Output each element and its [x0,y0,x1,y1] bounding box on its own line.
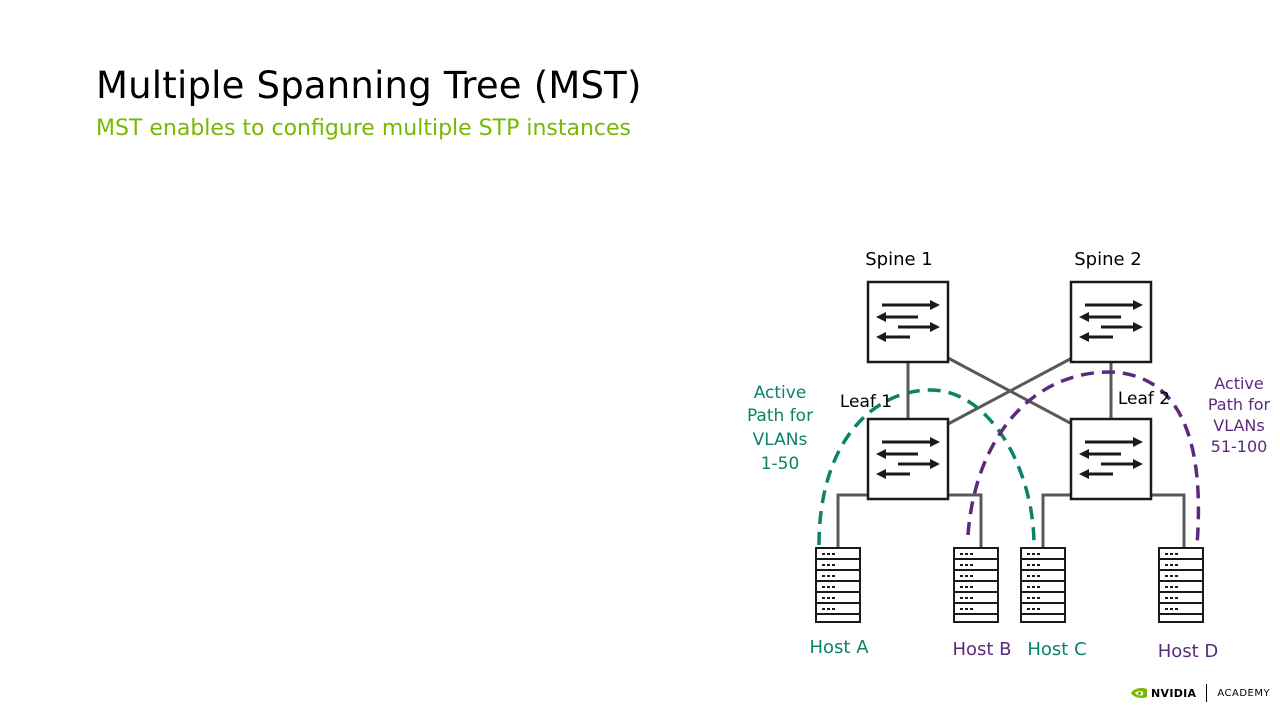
server-icon-host-a [815,547,861,623]
switch-leaf1 [866,417,950,501]
link-leaf1-hosts [836,493,983,548]
label-leaf1: Leaf 1 [840,392,892,412]
nvidia-eye-icon [1131,688,1147,698]
annotation-line: 1-50 [761,454,800,474]
footer-divider [1206,684,1208,702]
label-leaf2: Leaf 2 [1118,389,1170,409]
brand-name: NVIDIA [1151,686,1197,700]
switch-spine2 [1069,280,1153,364]
active-path-purple [966,370,1201,546]
label-host-c: Host C [1027,639,1086,660]
link-leaf2-hosts [1041,493,1186,548]
server-icon-host-c [1020,547,1066,623]
slide-title: Multiple Spanning Tree (MST) [96,64,642,107]
label-host-a: Host A [809,637,869,658]
annotation-vlan-51-100: Active Path for VLANs 51-100 [1208,374,1271,456]
label-spine2: Spine 2 [1074,249,1142,270]
server-icon-host-d [1158,547,1204,623]
annotation-line: Path for [747,406,813,426]
annotation-line: VLANs [753,430,808,450]
label-host-b: Host B [952,639,1011,660]
annotation-line: 51-100 [1211,437,1268,456]
label-spine1: Spine 1 [865,249,933,270]
annotation-vlan-1-50: Active Path for VLANs 1-50 [747,383,813,474]
slide-subtitle: MST enables to configure multiple STP in… [96,116,631,141]
label-host-d: Host D [1158,641,1219,662]
annotation-line: Active [1214,374,1264,393]
annotation-line: Path for [1208,395,1271,414]
academy-label: ACADEMY [1217,687,1271,699]
annotation-line: VLANs [1213,416,1264,435]
footer-branding: NVIDIA ACADEMY [1130,683,1270,703]
active-path-green [817,388,1036,546]
link-spine2-leaf1 [947,356,1073,426]
switch-spine1 [866,280,950,364]
annotation-line: Active [754,383,807,403]
nvidia-logo: NVIDIA [1130,687,1196,700]
server-icon-host-b [953,547,999,623]
switch-leaf2 [1069,417,1153,501]
